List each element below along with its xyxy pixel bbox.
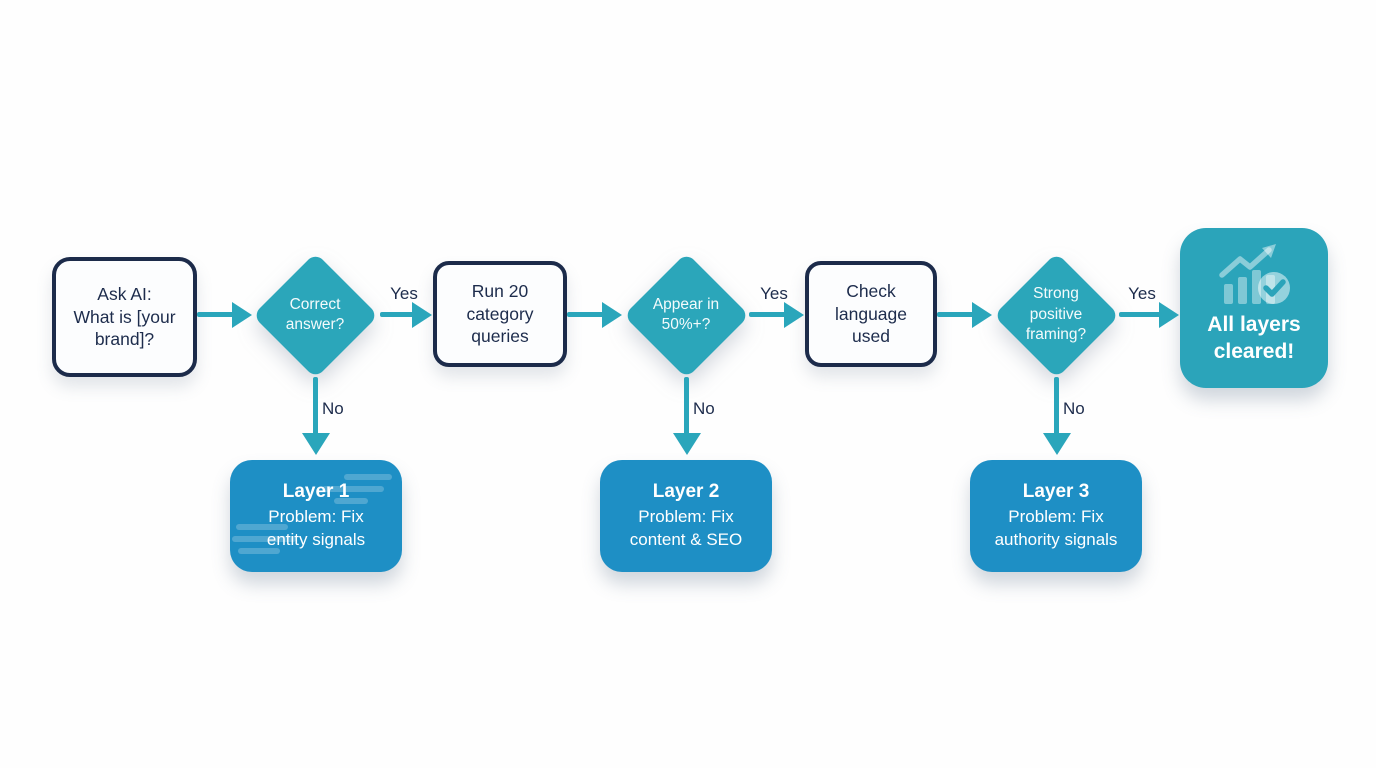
- problem-title: Layer 2: [652, 480, 720, 502]
- decorative-dash: [344, 474, 392, 480]
- no-label: No: [322, 399, 344, 418]
- arrow-line: [1119, 312, 1161, 317]
- arrow-line: [937, 312, 974, 317]
- arrow-line: [684, 377, 689, 435]
- arrowhead: [1159, 302, 1179, 328]
- arrow-line: [313, 377, 318, 435]
- arrow-line: [567, 312, 604, 317]
- no-label: No: [693, 399, 715, 418]
- yes-label: Yes: [390, 284, 418, 303]
- decorative-dash: [236, 524, 288, 530]
- problem-body: Problem: Fix entity signals: [266, 506, 366, 549]
- arrowhead: [784, 302, 804, 328]
- growth-chart-check-icon: [1219, 244, 1290, 304]
- node-layer2-problem: Layer 2 Problem: Fix content & SEO: [600, 460, 772, 572]
- node-layer3-problem: Layer 3 Problem: Fix authority signals: [970, 460, 1142, 572]
- node-run-queries: Run 20 category queries: [433, 261, 567, 367]
- arrowhead: [673, 433, 701, 455]
- node-layer1-problem: Layer 1 Problem: Fix entity signals: [230, 460, 402, 572]
- problem-body: Problem: Fix content & SEO: [629, 506, 743, 549]
- decorative-dash: [232, 536, 296, 542]
- arrowhead: [972, 302, 992, 328]
- node-all-layers-cleared: All layers cleared!: [1180, 228, 1328, 388]
- problem-body: Problem: Fix authority signals: [994, 506, 1118, 549]
- decision-label: Correct answer?: [285, 295, 345, 333]
- decision-label: Strong positive framing?: [1025, 285, 1087, 344]
- decorative-dash: [334, 498, 368, 504]
- decorative-dash: [322, 486, 384, 492]
- arrowhead: [302, 433, 330, 455]
- arrow-line: [1054, 377, 1059, 435]
- node-ask-ai: Ask AI: What is [your brand]?: [52, 257, 197, 377]
- arrowhead: [412, 302, 432, 328]
- arrowhead: [232, 302, 252, 328]
- yes-label: Yes: [760, 284, 788, 303]
- arrowhead: [1043, 433, 1071, 455]
- problem-title: Layer 1: [282, 480, 350, 502]
- arrow-line: [380, 312, 414, 317]
- no-label: No: [1063, 399, 1085, 418]
- problem-title: Layer 3: [1022, 480, 1090, 502]
- arrow-line: [749, 312, 786, 317]
- decorative-dash: [238, 548, 280, 554]
- node-check-language: Check language used: [805, 261, 937, 367]
- terminal-label: All layers cleared!: [1207, 313, 1301, 363]
- decision-label: Appear in 50%+?: [652, 295, 720, 333]
- arrow-line: [197, 312, 234, 317]
- yes-label: Yes: [1128, 284, 1156, 303]
- arrowhead: [602, 302, 622, 328]
